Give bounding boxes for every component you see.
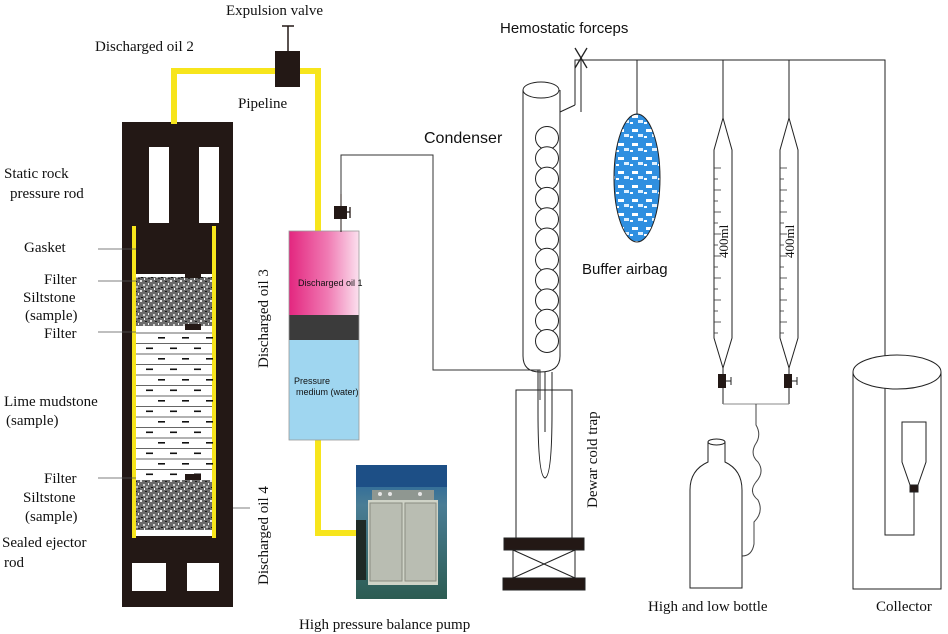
bottle-hose (741, 404, 762, 557)
label-pressure-medium-1: Pressure (294, 376, 330, 386)
buffer-airbag[interactable] (613, 113, 661, 243)
label-lime-mudstone-1: Lime mudstone (4, 394, 98, 410)
siltstone-sample-bottom (136, 480, 212, 530)
label-sealed-ejector-rod-2: rod (4, 555, 24, 571)
hemostatic-forceps[interactable] (574, 47, 588, 69)
label-siltstone-top-2: (sample) (25, 308, 77, 324)
label-volume-left: 400ml (716, 224, 731, 258)
label-hemostatic-forceps: Hemostatic forceps (500, 20, 628, 37)
pressure-vessel (122, 122, 233, 607)
label-discharged-oil-2: Discharged oil 2 (95, 39, 194, 55)
gas-line (340, 154, 541, 400)
label-discharged-oil-4: Discharged oil 4 (256, 486, 272, 585)
graduated-tube-left (713, 116, 733, 404)
dewar-cold-trap[interactable] (502, 389, 586, 591)
label-siltstone-bottom-2: (sample) (25, 509, 77, 525)
siltstone-sample-top (136, 277, 212, 326)
lime-mudstone-sample (136, 331, 213, 476)
leader-lines (98, 248, 250, 509)
cylinder-valve[interactable] (334, 194, 351, 232)
label-high-and-low-bottle: High and low bottle (648, 599, 768, 615)
label-discharged-oil-1: Discharged oil 1 (298, 278, 363, 288)
label-pipeline: Pipeline (238, 96, 288, 112)
high-and-low-bottle[interactable] (689, 438, 743, 589)
condenser[interactable] (522, 81, 576, 479)
expulsion-valve[interactable] (275, 25, 300, 87)
intermediate-cylinder (288, 230, 360, 441)
label-dewar-cold-trap: Dewar cold trap (585, 411, 601, 508)
label-siltstone-top-1: Siltstone (23, 290, 76, 306)
label-collector: Collector (876, 599, 932, 615)
label-siltstone-bottom-1: Siltstone (23, 490, 76, 506)
label-lime-mudstone-2: (sample) (6, 413, 58, 429)
label-expulsion-valve: Expulsion valve (226, 3, 323, 19)
label-pressure-medium-2: medium (water) (296, 387, 359, 397)
label-discharged-oil-3: Discharged oil 3 (256, 269, 272, 368)
label-buffer-airbag: Buffer airbag (582, 261, 668, 278)
label-volume-right: 400ml (782, 224, 797, 258)
label-gasket: Gasket (24, 240, 66, 256)
labels: Expulsion valve Discharged oil 2 Pipelin… (2, 3, 932, 633)
label-static-rock-pressure-rod-2: pressure rod (10, 186, 84, 202)
pipeline (171, 68, 356, 536)
label-high-pressure-balance-pump: High pressure balance pump (299, 617, 470, 633)
label-sealed-ejector-rod-1: Sealed ejector (2, 535, 87, 551)
label-filter-mid: Filter (44, 326, 77, 342)
label-static-rock-pressure-rod-1: Static rock (4, 166, 69, 182)
graduated-tube-right (779, 116, 799, 404)
collector[interactable] (852, 354, 942, 590)
label-filter-top: Filter (44, 272, 77, 288)
label-filter-bottom: Filter (44, 471, 77, 487)
label-condenser: Condenser (424, 130, 503, 147)
high-pressure-pump-photo (356, 465, 447, 599)
